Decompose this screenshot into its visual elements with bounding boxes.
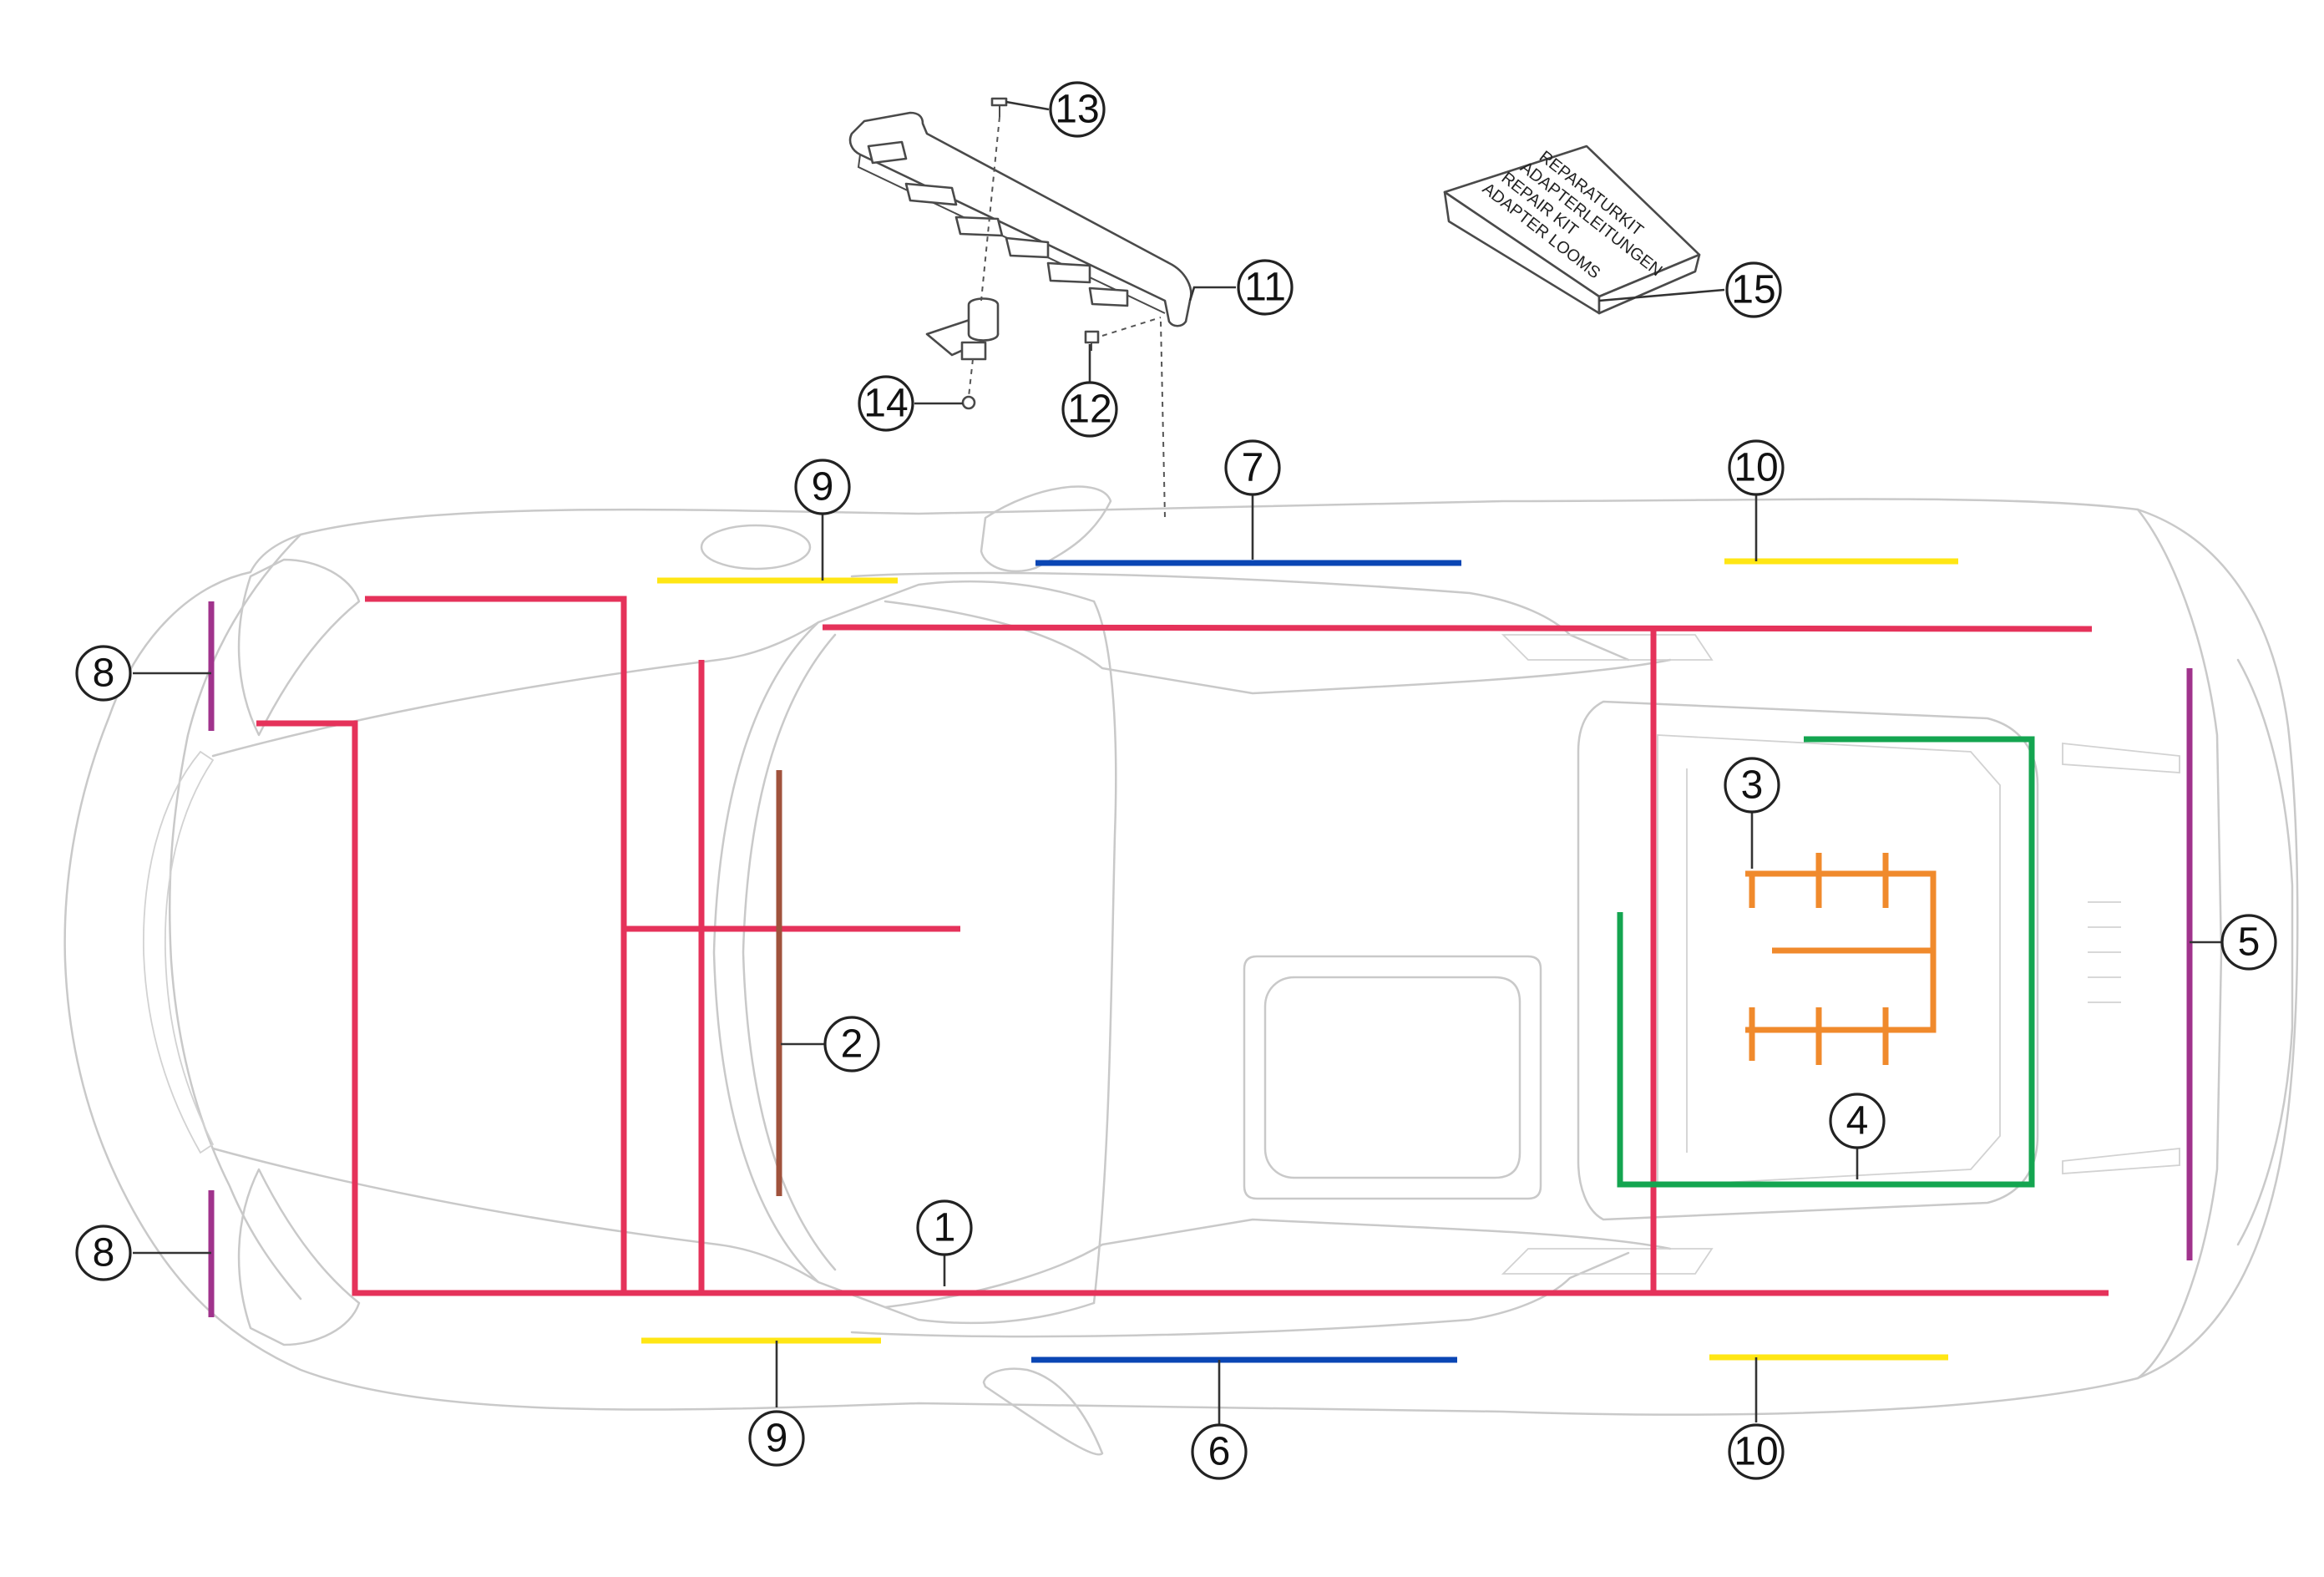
callout-9-top: 9 (794, 459, 851, 515)
callout-10-bottom-label: 10 (1734, 1430, 1778, 1474)
callout-9-bottom-label: 9 (766, 1417, 788, 1461)
callout-7: 7 (1224, 439, 1281, 496)
callout-1-label: 1 (934, 1206, 956, 1250)
screw-part-13 (990, 97, 1008, 117)
callout-11: 11 (1237, 259, 1294, 316)
harness-1-line (365, 596, 627, 1293)
car-outline (63, 485, 2299, 1456)
screw-part-12 (1084, 330, 1100, 351)
callout-2: 2 (823, 1016, 880, 1072)
callout-8-bottom: 8 (75, 1225, 132, 1281)
harness-1-line (256, 720, 2109, 1296)
callout-8-bottom-label: 8 (93, 1231, 115, 1275)
connector-part-14 (925, 297, 1000, 410)
callout-4: 4 (1829, 1093, 1886, 1149)
callout-13-label: 13 (1055, 88, 1099, 132)
callout-3-label: 3 (1741, 763, 1764, 808)
callout-15: 15 (1725, 261, 1782, 318)
callout-11-label: 11 (1244, 266, 1286, 310)
callout-10-bottom: 10 (1728, 1423, 1785, 1480)
harness-4-line (1617, 736, 2035, 1188)
callout-7-label: 7 (1242, 446, 1264, 490)
callout-5-label: 5 (2238, 920, 2261, 965)
callout-6: 6 (1191, 1423, 1248, 1480)
assembly-dash-lines (968, 116, 1166, 519)
callout-12: 12 (1061, 381, 1118, 438)
callout-8-top: 8 (75, 645, 132, 702)
callout-13: 13 (1049, 81, 1106, 138)
callout-8-top-label: 8 (93, 652, 115, 696)
callout-10-top: 10 (1728, 439, 1785, 496)
callout-9-top-label: 9 (812, 465, 834, 510)
callout-2-label: 2 (841, 1022, 863, 1067)
callout-12-label: 12 (1067, 388, 1111, 432)
callout-14-label: 14 (863, 382, 908, 426)
callout-3: 3 (1724, 757, 1780, 814)
callout-1: 1 (916, 1199, 973, 1256)
callout-10-top-label: 10 (1734, 446, 1778, 490)
callout-14: 14 (858, 375, 914, 432)
callout-4-label: 4 (1846, 1099, 1869, 1143)
harness-1-line (822, 624, 2093, 632)
callout-9-bottom: 9 (748, 1410, 805, 1467)
callout-15-label: 15 (1731, 268, 1775, 312)
callout-5: 5 (2220, 914, 2277, 971)
bracket-part-11 (848, 111, 1192, 327)
callout-6-label: 6 (1208, 1430, 1231, 1474)
repair-kit-box: REPARATURKIT ADAPTERLEITUNGEN REPAIR KIT… (1443, 145, 1701, 315)
harness-layer (208, 558, 2193, 1363)
